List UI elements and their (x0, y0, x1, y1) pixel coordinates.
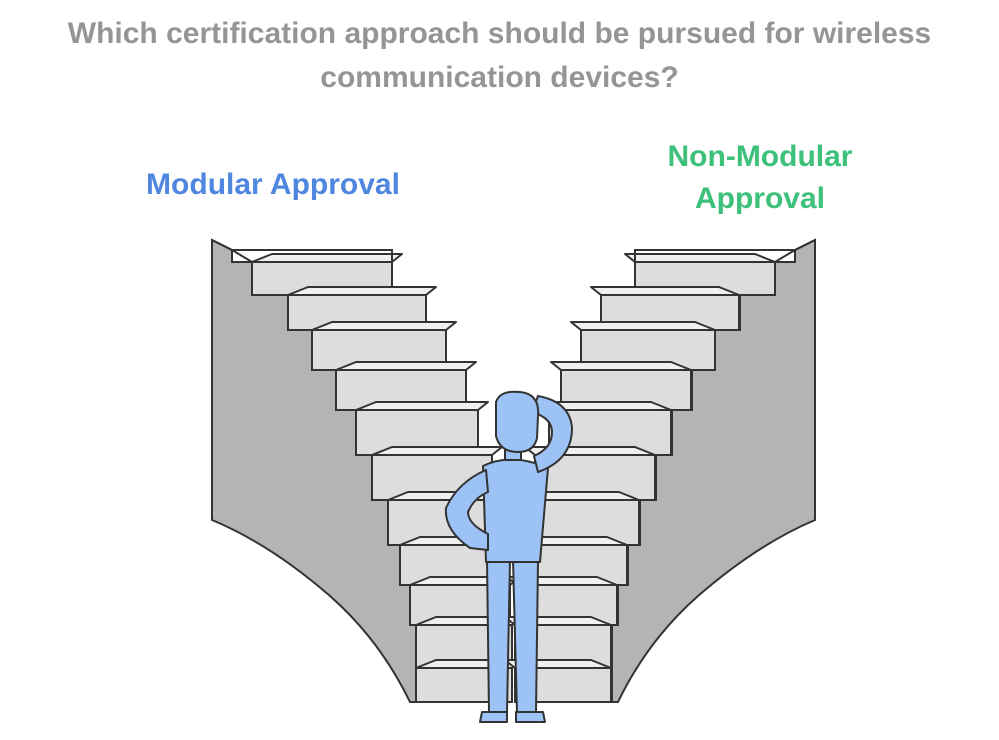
title-line-2: communication devices? (320, 61, 679, 94)
right-step-tread (590, 286, 740, 296)
left-step-tread (287, 286, 437, 296)
non-modular-approval-label: Non-Modular Approval (630, 136, 890, 220)
person-arm-hip (444, 469, 489, 551)
non-modular-line-2: Approval (694, 182, 826, 215)
left-step-tread (311, 321, 457, 331)
left-step-tread (251, 253, 403, 263)
person-right-leg (512, 559, 539, 713)
thinking-person-icon (444, 390, 573, 723)
non-modular-line-1: Non-Modular (667, 140, 853, 173)
left-top-landing (211, 239, 393, 263)
left-step-tread (371, 446, 503, 456)
left-step-tread (335, 361, 477, 371)
left-step-tread (355, 401, 489, 411)
person-left-foot (479, 711, 508, 723)
page-title: Which certification approach should be p… (0, 12, 999, 100)
right-step-tread (570, 321, 716, 331)
right-step-tread (550, 361, 692, 371)
modular-approval-text: Modular Approval (146, 168, 400, 201)
person-head (495, 390, 540, 453)
modular-approval-label: Modular Approval (118, 164, 428, 206)
title-line-1: Which certification approach should be p… (67, 17, 932, 50)
person-right-foot (515, 711, 546, 723)
right-step-tread (624, 253, 776, 263)
left-staircase (211, 238, 523, 703)
person-torso (482, 458, 549, 563)
right-staircase (504, 238, 816, 703)
right-top-landing (634, 239, 816, 263)
person-left-leg (486, 559, 511, 713)
